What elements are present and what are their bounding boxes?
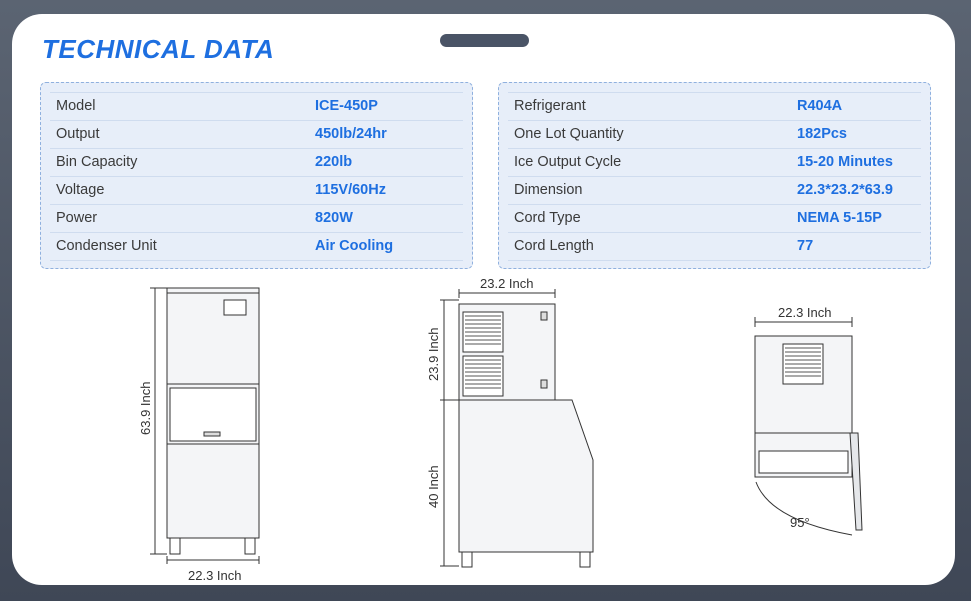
- front-width-label: 22.3 Inch: [188, 568, 242, 583]
- spec-row: Voltage 115V/60Hz: [50, 177, 463, 205]
- spec-value: Air Cooling: [315, 238, 394, 254]
- spec-row: Dimension 22.3*23.2*63.9: [508, 177, 921, 205]
- front-view-grilles: [465, 315, 821, 389]
- spec-value: R404A: [797, 98, 843, 114]
- front-height-label: 63.9 Inch: [138, 382, 153, 436]
- spec-label: Cord Length: [514, 238, 594, 254]
- spec-value: 77: [797, 238, 814, 254]
- spec-row: Condenser Unit Air Cooling: [50, 233, 463, 261]
- spec-label: Power: [56, 210, 98, 226]
- door-angle-label: 95°: [790, 515, 810, 530]
- spec-value: 115V/60Hz: [315, 182, 386, 198]
- spec-label: Dimension: [514, 182, 583, 198]
- spec-value: 182Pcs: [797, 126, 847, 142]
- spec-label: Cord Type: [514, 210, 581, 226]
- spec-row: Cord Length 77: [508, 233, 921, 261]
- side-depth-label: 23.2 Inch: [480, 276, 534, 291]
- side-lower-height-label: 40 Inch: [426, 465, 441, 508]
- side-view-drawing: [440, 289, 594, 568]
- spec-row: Cord Type NEMA 5-15P: [508, 205, 921, 233]
- spec-table-left: Model ICE-450P Output 450lb/24hr Bin Capac…: [40, 82, 473, 269]
- spec-value: 450lb/24hr: [315, 126, 387, 142]
- spec-label: Condenser Unit: [56, 238, 157, 254]
- spec-row: Output 450lb/24hr: [50, 121, 463, 149]
- spec-row: Model ICE-450P: [50, 93, 463, 121]
- spec-label: Voltage: [56, 182, 105, 198]
- spec-label: Output: [56, 126, 100, 142]
- spec-row: Bin Capacity 220lb: [50, 149, 463, 177]
- spec-value: 22.3*23.2*63.9: [797, 182, 893, 198]
- spec-label: Model: [56, 98, 96, 114]
- spec-label: Refrigerant: [514, 98, 586, 114]
- front-view-drawing: [150, 287, 260, 564]
- top-width-label: 22.3 Inch: [778, 305, 832, 320]
- spec-row: Power 820W: [50, 205, 463, 233]
- spec-row: Ice Output Cycle 15-20 Minutes: [508, 149, 921, 177]
- drag-handle[interactable]: [440, 34, 529, 47]
- spec-row: One Lot Quantity 182Pcs: [508, 121, 921, 149]
- spec-value: NEMA 5-15P: [797, 210, 882, 226]
- side-upper-height-label: 23.9 Inch: [426, 328, 441, 382]
- top-view-drawing: [754, 317, 863, 536]
- spec-value: 15-20 Minutes: [797, 154, 893, 170]
- page-title: TECHNICAL DATA: [42, 34, 275, 64]
- spec-row: Refrigerant R404A: [508, 93, 921, 121]
- spec-label: One Lot Quantity: [514, 126, 624, 142]
- spec-label: Bin Capacity: [56, 154, 138, 170]
- spec-value: 220lb: [315, 154, 353, 170]
- spec-value: ICE-450P: [315, 98, 378, 114]
- spec-value: 820W: [315, 210, 353, 226]
- spec-label: Ice Output Cycle: [514, 154, 622, 170]
